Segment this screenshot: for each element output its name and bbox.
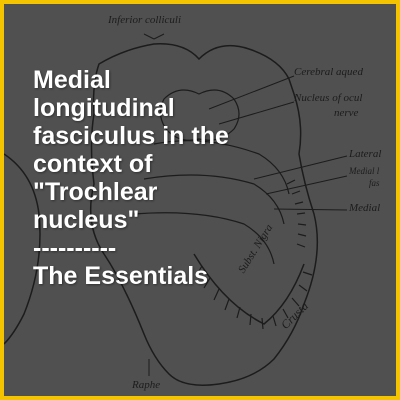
title-line-6: nucleus"	[33, 206, 140, 234]
label-fasciculus: fas	[369, 178, 380, 188]
label-medial-fasciculus: Medial l	[349, 166, 380, 176]
label-nerve: nerve	[334, 107, 359, 119]
pointer-lines	[143, 33, 348, 376]
inner-arc-3	[133, 212, 275, 265]
title-line-1: Medial	[33, 66, 111, 94]
illustration-panel: Inferior colliculi Cerebral aqued Nucleu…	[4, 4, 396, 396]
label-nucleus-oculomotor: Nucleus of ocul	[294, 92, 363, 104]
label-medial: Medial	[349, 202, 381, 214]
inner-arc-1	[153, 140, 290, 195]
title-line-3: fasciculus in the	[33, 122, 229, 150]
title-line-2: longitudinal	[33, 94, 175, 122]
midbrain-section-illustration	[4, 33, 348, 386]
label-raphe: Raphe	[132, 379, 161, 391]
inner-arc-2	[143, 174, 285, 225]
left-outline	[4, 153, 41, 345]
substantia-nigra-arc	[193, 253, 305, 325]
title-line-5: "Trochlear	[33, 178, 158, 206]
label-cerebral-aqueduct: Cerebral aqued	[294, 66, 363, 78]
title-overlay: Medial longitudinal fasciculus in the co…	[33, 66, 333, 290]
aqueduct-outline	[159, 89, 240, 141]
title-separator: ----------	[33, 234, 117, 262]
substantia-nigra-hatching	[195, 179, 313, 330]
title-line-4: context of	[33, 150, 153, 178]
title-subtitle: The Essentials	[33, 262, 209, 290]
midbrain-outline	[89, 43, 319, 386]
label-inferior-colliculi: Inferior colliculi	[108, 14, 182, 26]
label-lateral: Lateral	[349, 148, 382, 160]
